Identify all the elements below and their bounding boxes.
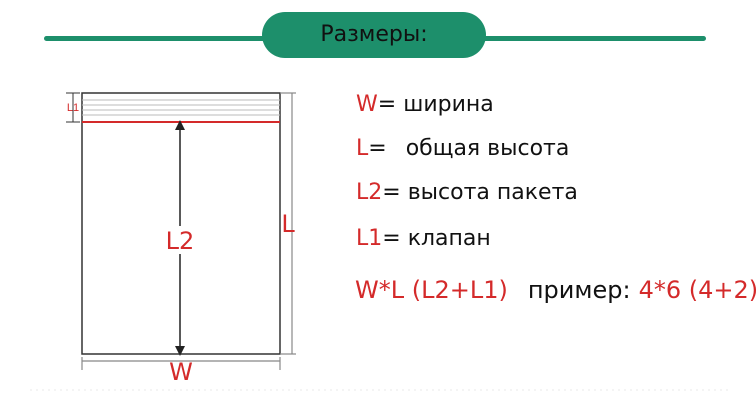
zip-lock-lines: [82, 99, 280, 116]
width-dimension: [81, 357, 281, 370]
legend-text: клапан: [407, 226, 491, 251]
legend-symbol: W: [356, 92, 378, 117]
legend-item-width: W= ширина: [356, 92, 494, 117]
total-height-dimension: [280, 92, 296, 355]
size-formula: W*L (L2+L1) пример:4*6 (4+2): [355, 276, 756, 304]
total-height-label: L: [281, 210, 295, 238]
legend-equals: =: [368, 136, 387, 161]
header-badge: [262, 12, 486, 58]
legend-symbol: L1: [356, 226, 383, 251]
example-value: 4*6 (4+2): [638, 276, 756, 304]
main-height-label: L2: [166, 227, 195, 255]
bag-outline: [81, 92, 281, 355]
legend-text: высота пакета: [407, 180, 578, 205]
legend-equals: =: [377, 92, 397, 117]
legend-equals: =: [382, 226, 401, 251]
width-label: W: [169, 358, 193, 386]
formula-expression: W*L (L2+L1): [355, 276, 508, 304]
legend-text: общая высота: [405, 136, 570, 161]
legend-symbol: L: [356, 136, 369, 161]
flap-label: L1: [67, 102, 79, 114]
header-title: Размеры:: [320, 22, 428, 47]
example-label: пример:: [527, 276, 631, 304]
legend-equals: =: [382, 180, 401, 205]
legend-symbol: L2: [356, 180, 383, 205]
legend-item-bag-height: L2= высота пакета: [356, 180, 578, 205]
legend-item-flap: L1= клапан: [356, 226, 491, 251]
legend-text: ширина: [403, 92, 494, 117]
legend-item-total-height: L= общая высота: [356, 136, 569, 161]
flap-dimension: [66, 92, 80, 123]
